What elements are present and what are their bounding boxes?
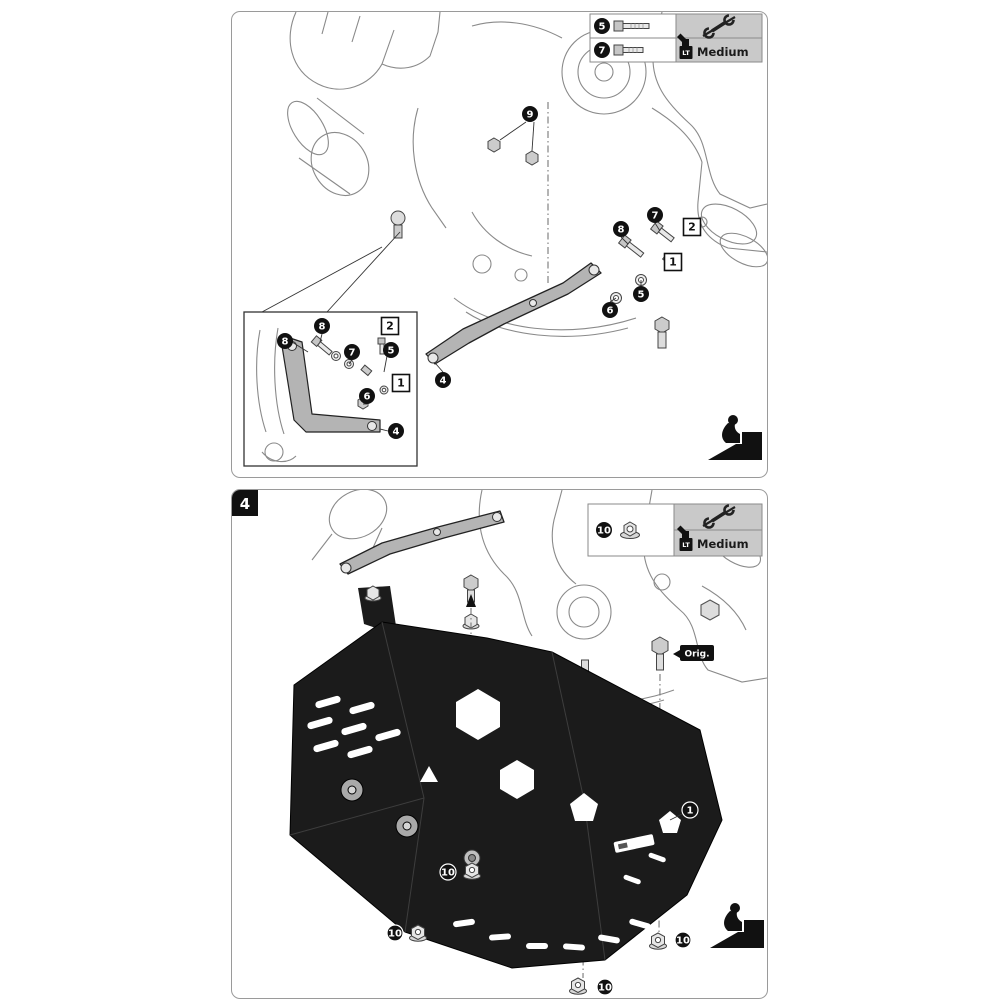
inset-engine-lines (256, 327, 297, 463)
callout-4-label: 4 (440, 376, 447, 387)
brand-badge (613, 834, 655, 853)
threadlocker-strength: Medium (697, 45, 749, 59)
no-wrench-icon (702, 14, 736, 39)
panel-2-illustration: Orig. (232, 490, 767, 996)
plate-front-nut-icon (364, 585, 382, 602)
flange-nut-a-icon (463, 862, 481, 880)
ref-box-1: 1 (663, 252, 683, 272)
inset-ref-2-label: 2 (386, 320, 394, 333)
bolt-short-icon (613, 44, 644, 56)
inset-callout-6-label: 6 (364, 392, 371, 403)
bolt-7-icon (649, 220, 675, 243)
flange-nut-c-icon (649, 932, 667, 950)
ref-1-label: 1 (669, 256, 677, 269)
orig-tag: Orig. (673, 645, 714, 661)
mounting-bracket (339, 510, 505, 575)
callout-6: 6 (602, 302, 618, 318)
inset-callout-8a: 8 (314, 318, 330, 334)
vent-slots (307, 695, 401, 759)
callout-6-label: 6 (607, 306, 614, 317)
legend-row-bolt-5: 5 (594, 18, 650, 34)
arrow-up-icon (466, 594, 476, 607)
callout-5-label: 5 (638, 290, 645, 301)
detail-inset: 8 8 7 5 6 (243, 311, 418, 467)
legend-callout-5: 5 (599, 22, 606, 33)
flange-nut-b-icon (409, 924, 427, 942)
legend-row-nut-10: 10 (596, 521, 640, 539)
lift-stand-icon (708, 415, 762, 460)
callout-8: 8 (613, 221, 629, 237)
callout-1: 1 (669, 801, 699, 821)
bottle-label: LT (682, 541, 690, 549)
legend-callout-10: 10 (597, 526, 611, 537)
inset-callout-8a-label: 8 (319, 322, 326, 333)
lift-stand-icon (710, 903, 764, 948)
inset-callout-8b: 8 (277, 333, 293, 349)
callout-10a-label: 10 (441, 868, 455, 879)
step-badge: 4 (232, 490, 258, 516)
ref-box-2: 2 (682, 217, 702, 237)
mounting-bracket (425, 262, 602, 365)
inset-callout-4: 4 (388, 423, 404, 439)
inset-callout-8b-label: 8 (282, 337, 289, 348)
callout-4: 4 (435, 372, 451, 388)
bottle-label: LT (682, 49, 690, 57)
callout-8-label: 8 (618, 225, 625, 236)
callout-10b: 10 (386, 924, 404, 942)
engine-fasteners (390, 137, 670, 349)
callout-10d: 10 (596, 978, 614, 996)
inset-callout-4-label: 4 (393, 427, 400, 438)
callout-10c-label: 10 (676, 936, 690, 947)
inset-leaders (291, 333, 389, 432)
bolt-long-icon (613, 20, 650, 32)
bolt-head-icon (463, 574, 479, 592)
flange-nut-d-icon (569, 977, 587, 995)
inset-callout-7: 7 (344, 344, 360, 360)
inset-callout-5-label: 5 (388, 346, 395, 357)
inset-callout-6: 6 (359, 388, 375, 404)
panel-1-illustration: 9 8 7 5 6 4 2 (243, 12, 767, 467)
callout-9-label: 9 (527, 110, 534, 121)
callout-10b-label: 10 (388, 929, 402, 940)
diagram-panel-1: 9 8 7 5 6 4 2 (231, 11, 768, 478)
skid-plate (289, 585, 723, 969)
step-number: 4 (240, 495, 250, 513)
no-wrench-icon (702, 504, 736, 529)
flange-nut-icon (620, 521, 640, 539)
engine-line-art (311, 490, 767, 709)
fastener-legend: 5 7 (589, 13, 763, 63)
inset-ref-1-label: 1 (397, 377, 405, 390)
leader-lines (261, 121, 661, 373)
callout-10a: 10 (439, 863, 457, 881)
orig-bolt-icon (651, 636, 669, 656)
orig-tag-label: Orig. (684, 650, 709, 660)
flange-nut-upper-left-icon (462, 613, 480, 630)
callout-7: 7 (647, 207, 663, 223)
callout-5: 5 (633, 286, 649, 302)
callout-7-label: 7 (652, 211, 659, 222)
threadlocker-strength: Medium (697, 537, 749, 551)
legend-row-bolt-7: 7 (594, 42, 644, 58)
threadlocker-bottle-icon: LT (677, 525, 693, 551)
inset-ref-box-1: 1 (391, 373, 411, 393)
fastener-legend: 10 LT Medi (587, 503, 763, 557)
callout-10d-label: 10 (598, 983, 612, 994)
bottom-slots (453, 852, 666, 951)
callout-1-label: 1 (687, 806, 694, 817)
inset-callout-5: 5 (383, 342, 399, 358)
inset-callout-7-label: 7 (349, 348, 356, 359)
plate-bosses (340, 778, 481, 867)
engine-line-art (287, 12, 767, 337)
threadlocker-bottle-icon: LT (677, 33, 693, 59)
diagram-panel-2: Orig. (231, 489, 768, 999)
cutout-holes (420, 689, 681, 833)
ref-2-label: 2 (688, 221, 696, 234)
inset-ref-box-2: 2 (380, 316, 400, 336)
callout-10c: 10 (674, 931, 692, 949)
legend-callout-7: 7 (599, 46, 606, 57)
callout-9: 9 (522, 106, 538, 122)
